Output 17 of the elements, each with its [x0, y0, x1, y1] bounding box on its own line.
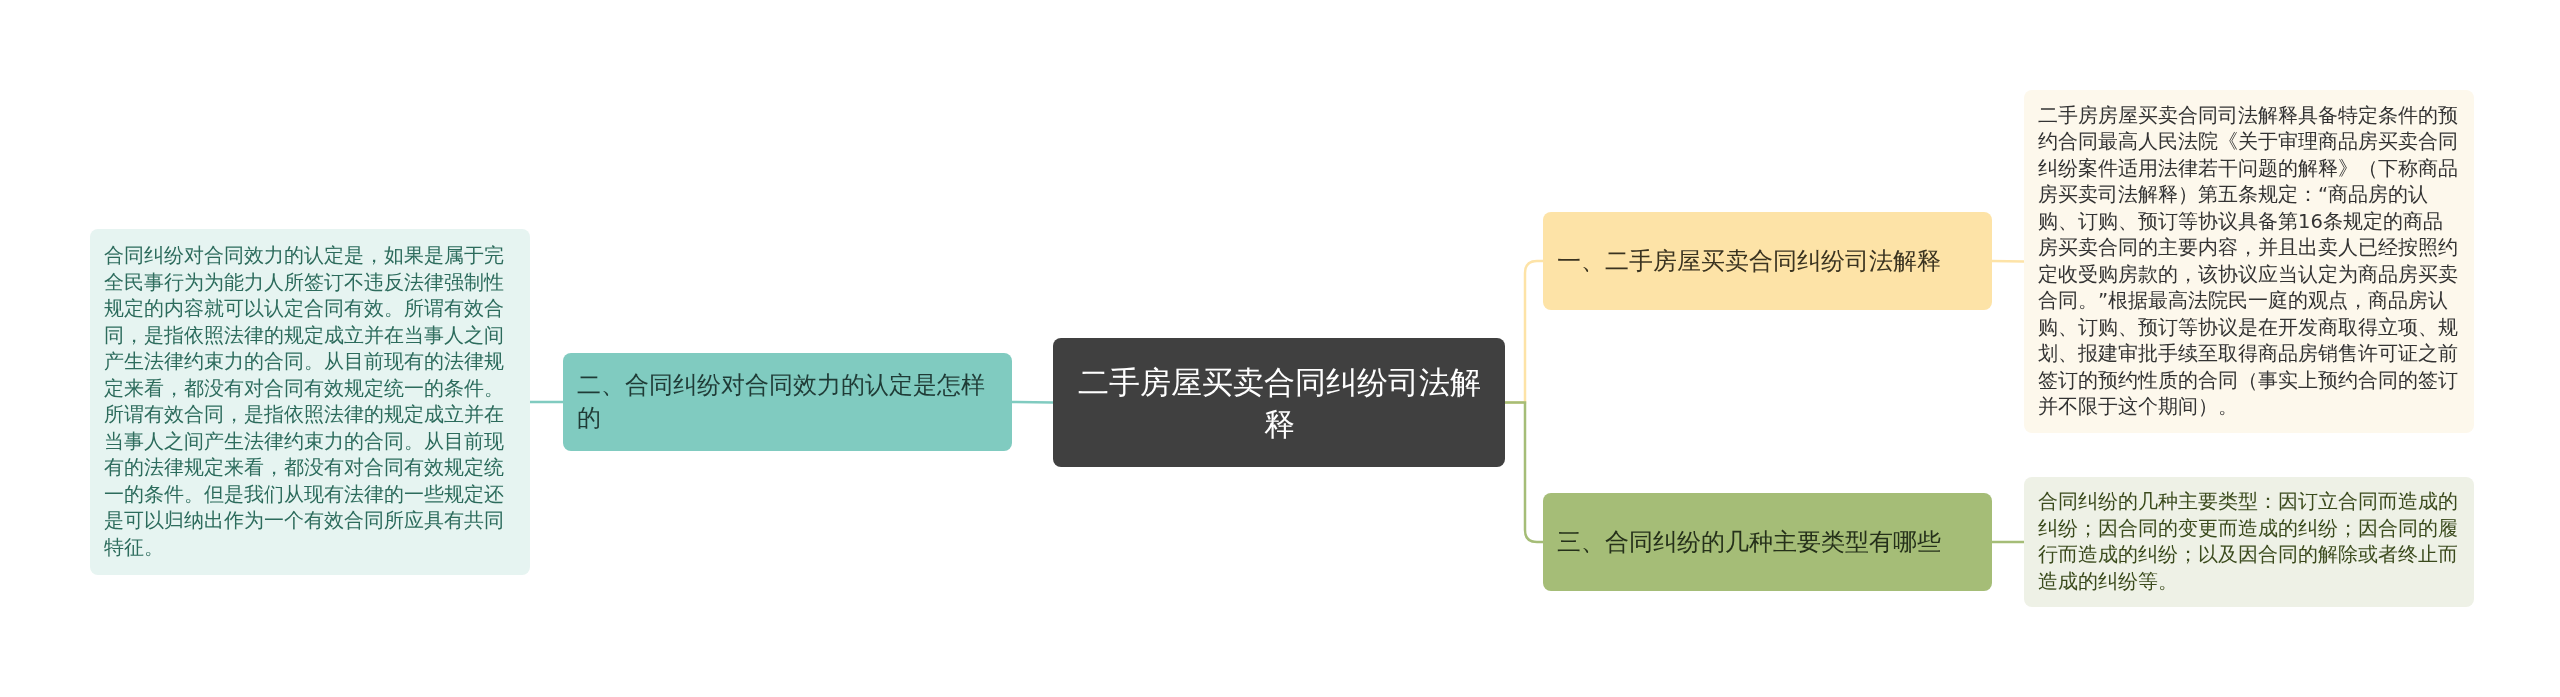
- topic-box: [1053, 338, 1505, 467]
- node-text: 合同纠纷的几种主要类型：因订立合同而造成的纠纷；因合同的变更而造成的纠纷；因合同的履行而造成的纠纷；以及因合同的解除或者终止而造成的纠纷等。: [2038, 489, 2459, 595]
- branch-box: [1543, 212, 1992, 310]
- branch-box: [563, 353, 1012, 451]
- connector-line: [1991, 259, 2025, 263]
- node-text: 二手房房屋买卖合同司法解释具备特定条件的预约合同最高人民法院《关于审理商品房买卖合同纠纷案件适用法律若干问题的解释》（下称商品房买卖司法解释）第五条规定：“商品房的认购、订购、预订等协议具备第16条规定的商品房买卖合同的主要内容，并且出卖人已经按照约定收受购房款的，该协议应当认定为商品房买卖合同。”根据最高法院民一庭的观点，商品房认购、订购、预订等协议是在开发商取得立项、规划、报建审批手续至取得商品房销售许可证之前签订的预约性质的合同（事实上预约合同的签订并不限于这个期间）。: [2038, 102, 2459, 420]
- connector-line: [1992, 540, 2024, 544]
- branch-box: [1543, 493, 1992, 591]
- note-box: [2024, 477, 2474, 607]
- connector-line: [530, 400, 563, 404]
- node-text: 二、合同纠纷对合同效力的认定是怎样的: [577, 370, 986, 434]
- node-text: 三、合同纠纷的几种主要类型有哪些: [1557, 526, 1941, 558]
- node-text: 一、二手房屋买卖合同纠纷司法解释: [1557, 245, 1941, 277]
- note-box: [90, 229, 530, 575]
- node-text: 合同纠纷对合同效力的认定是，如果是属于完全民事行为为能力人所签订不违反法律强制性规定的内容就可以认定合同有效。所谓有效合同，是指依照法律的规定成立并在当事人之间产生法律约束力的合同。从目前现有的法律规定来看，都没有对合同有效规定统一的条件。所谓有效合同，是指依照法律的规定成立并在当事人之间产生法律约束力的合同。从目前现有的法律规定来看，都没有对合同有效规定统一的条件。但是我们从现有法律的一些规定还是可以归纳出作为一个有效合同所应具有共同特征。: [104, 243, 505, 561]
- topic-text: 二手房屋买卖合同纠纷司法解释: [1077, 362, 1481, 444]
- connector-line: [1012, 400, 1053, 404]
